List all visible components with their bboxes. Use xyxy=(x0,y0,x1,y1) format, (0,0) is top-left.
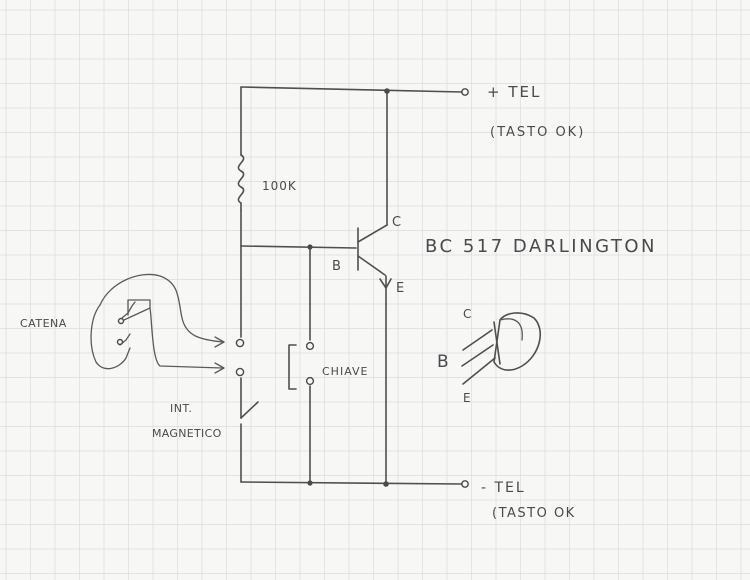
package-body xyxy=(493,312,542,371)
transistor-emitter-lead xyxy=(357,255,386,276)
int-label-line2: MAGNETICO xyxy=(152,427,222,440)
catena-contact-bottom xyxy=(116,338,124,346)
pin-b-label: B xyxy=(437,352,449,372)
catena-wire-lower xyxy=(149,307,223,369)
bc517-package-sketch xyxy=(461,312,542,385)
tel-minus-note: (TASTO OK xyxy=(492,506,576,521)
catena-loop-left xyxy=(90,304,131,370)
catena-top-stub xyxy=(121,301,136,319)
chiave-terminal-bottom xyxy=(305,376,315,386)
emitter-label: E xyxy=(396,281,404,296)
collector-label: C xyxy=(392,215,401,230)
catena-chain xyxy=(90,273,225,374)
package-shading xyxy=(499,318,523,341)
junction-bottom-left xyxy=(307,480,313,486)
terminals xyxy=(235,88,469,488)
chiave-bracket xyxy=(288,344,297,390)
package-flat-face xyxy=(493,321,501,365)
pin-e-label: E xyxy=(463,391,471,405)
base-wire xyxy=(240,245,357,249)
transistor-label: BC 517 DARLINGTON xyxy=(425,236,657,257)
catena-terminal-bottom xyxy=(235,367,245,377)
base-label: B xyxy=(332,259,341,274)
top-rail-wire xyxy=(240,86,463,93)
catena-arrow-upper xyxy=(214,336,225,348)
bottom-rail-wire xyxy=(240,481,463,485)
int-label-line1: INT. xyxy=(170,402,192,415)
tel-plus-note: (TASTO OK) xyxy=(490,125,585,140)
resistor-100k xyxy=(237,154,245,211)
package-lead-b xyxy=(461,344,494,367)
pin-c-label: C xyxy=(463,307,471,321)
junction-bottom-right xyxy=(383,481,389,487)
circuit-wires xyxy=(237,86,463,485)
catena-arrow-lower xyxy=(214,362,225,374)
tel-plus-terminal xyxy=(461,88,469,96)
junction-top xyxy=(384,88,390,94)
labels: + TEL (TASTO OK) - TEL (TASTO OK 100K C … xyxy=(20,83,657,521)
junction-base xyxy=(307,244,313,250)
tel-minus-terminal xyxy=(461,480,469,488)
tel-plus-label: + TEL xyxy=(487,83,541,101)
catena-contact-top xyxy=(117,317,125,325)
package-lead-c xyxy=(462,329,493,351)
int-magnetico-switch-blade xyxy=(240,401,259,419)
catena-label: CATENA xyxy=(20,317,67,330)
package-lead-e xyxy=(462,357,496,385)
catena-wire-upper xyxy=(99,273,225,343)
tel-minus-label: - TEL xyxy=(481,480,526,496)
chiave-label: CHIAVE xyxy=(322,365,369,378)
resistor-label: 100K xyxy=(262,179,297,193)
catena-bracket-upper xyxy=(123,299,151,321)
catena-terminal-top xyxy=(235,338,245,348)
transistor-collector-lead xyxy=(357,224,388,243)
junction-dots xyxy=(307,88,390,487)
chiave-terminal-top xyxy=(305,341,315,351)
